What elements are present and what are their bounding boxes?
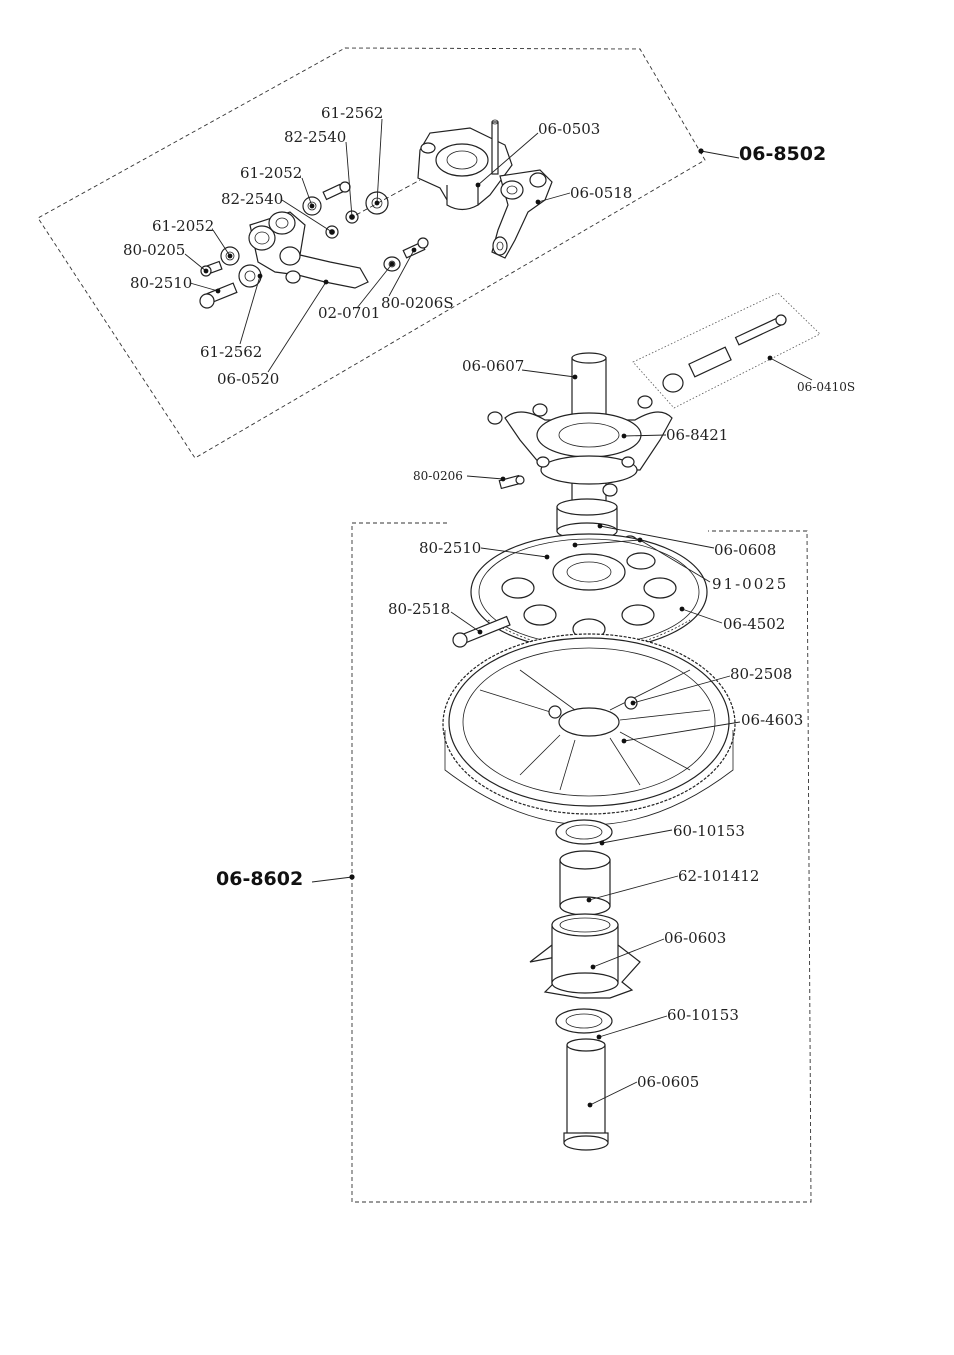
assembly-label-lower: 06-8602 <box>216 868 303 890</box>
part-labels: 61-2562 82-2540 06-0503 61-2052 06-0518 … <box>123 104 855 1091</box>
label-80-2518: 80-2518 <box>388 600 450 618</box>
bell-crank-part <box>248 211 369 289</box>
label-06-0518: 06-0518 <box>570 184 632 202</box>
screw-80-0206S-part <box>402 237 429 259</box>
swashplate-06-8421-part <box>487 395 673 497</box>
label-06-0605: 06-0605 <box>637 1073 699 1091</box>
label-91-0025: 91-0025 <box>712 575 788 593</box>
assembly-labels: 06-8502 06-8602 <box>216 143 826 890</box>
label-82-2540-top: 82-2540 <box>284 128 346 146</box>
assembly-boundary-lower <box>351 522 812 1203</box>
swing-arm-part <box>491 169 553 259</box>
label-61-2052-top: 61-2052 <box>240 164 302 182</box>
bearing-60-10153-top-part <box>555 819 613 845</box>
bearing-60-10153-bottom-part <box>555 1008 613 1034</box>
bolt-and-bearing-61-2052-top-part <box>302 181 351 216</box>
screw-80-2510-top-part <box>199 282 238 309</box>
label-61-2562-bottom: 61-2562 <box>200 343 262 361</box>
label-82-2540-mid: 82-2540 <box>221 190 283 208</box>
label-60-10153-bottom: 60-10153 <box>667 1006 739 1024</box>
label-80-2510-mid: 80-2510 <box>419 539 481 557</box>
rod-kit-part <box>662 314 787 393</box>
label-61-2052-mid: 61-2052 <box>152 217 214 235</box>
label-06-4502: 06-4502 <box>723 615 785 633</box>
label-06-0603: 06-0603 <box>664 929 726 947</box>
assembly-boundary-upper <box>37 47 706 459</box>
label-80-0205: 80-0205 <box>123 241 185 259</box>
leader-lines <box>184 118 813 1108</box>
label-06-0503: 06-0503 <box>538 120 600 138</box>
sleeve-62-101412-part <box>559 850 611 916</box>
label-02-0701: 02-0701 <box>318 304 380 322</box>
label-61-2562-top: 61-2562 <box>321 104 383 122</box>
label-06-0607: 06-0607 <box>462 357 524 375</box>
main-gear-06-4603-part <box>442 633 736 826</box>
label-80-2510-top: 80-2510 <box>130 274 192 292</box>
label-80-0206S: 80-0206S <box>381 294 454 312</box>
label-06-0520: 06-0520 <box>217 370 279 388</box>
assembly-label-upper: 06-8502 <box>739 143 826 165</box>
label-60-10153-top: 60-10153 <box>673 822 745 840</box>
label-06-8421: 06-8421 <box>666 426 728 444</box>
label-80-0206: 80-0206 <box>413 469 463 483</box>
label-80-2508: 80-2508 <box>730 665 792 683</box>
bolt-80-2518-part <box>452 615 511 648</box>
hub-06-0603-part <box>529 913 641 999</box>
label-06-4603: 06-4603 <box>741 711 803 729</box>
shaft-06-0605-part <box>563 1038 609 1151</box>
label-06-0608: 06-0608 <box>714 541 776 559</box>
label-62-101412: 62-101412 <box>678 867 759 885</box>
screw-80-0206-part <box>498 474 525 490</box>
screw-80-0205-part <box>200 260 223 277</box>
label-06-0410S: 06-0410S <box>797 380 855 394</box>
assembly-boundary-rod-kit <box>632 292 821 409</box>
collar-06-0608-part <box>556 498 618 540</box>
pivot-block-part <box>417 119 513 211</box>
